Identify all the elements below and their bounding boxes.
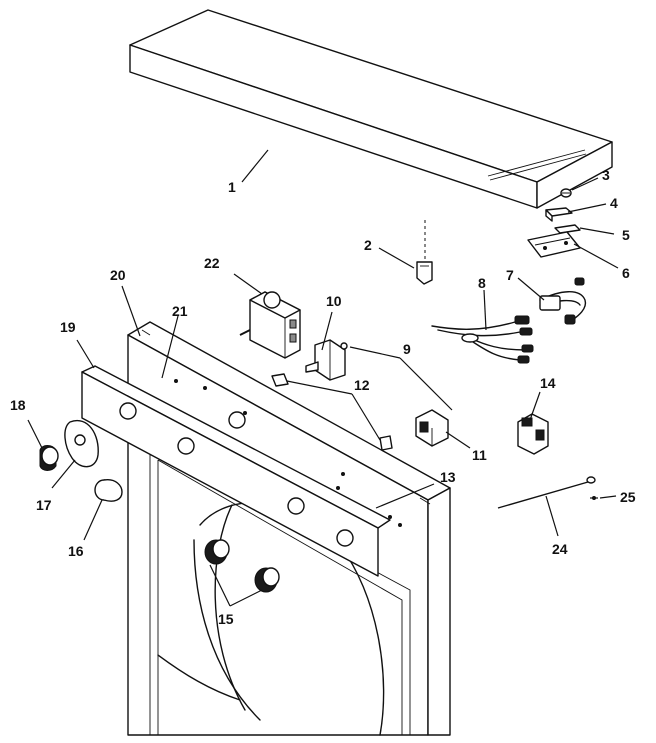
panel-clip bbox=[416, 220, 433, 285]
callout-21: 21 bbox=[172, 303, 188, 319]
callout-10: 10 bbox=[326, 293, 342, 309]
callout-6: 6 bbox=[622, 265, 630, 281]
wire-harness-part-7 bbox=[539, 277, 587, 325]
button-cap-part-16 bbox=[94, 478, 123, 502]
callout-9: 9 bbox=[403, 341, 411, 357]
knob-part-18 bbox=[39, 445, 59, 471]
callout-7: 7 bbox=[506, 267, 514, 283]
callout-15: 15 bbox=[218, 611, 234, 627]
hinge-part-6 bbox=[527, 231, 581, 258]
clip-part-4 bbox=[545, 207, 573, 222]
callout-24: 24 bbox=[552, 541, 568, 557]
fastener-part-25 bbox=[590, 496, 598, 500]
callout-3: 3 bbox=[602, 167, 610, 183]
callout-4: 4 bbox=[610, 195, 618, 211]
callout-19: 19 bbox=[60, 319, 76, 335]
dial-part-17 bbox=[64, 419, 99, 468]
control-strip-part-19 bbox=[81, 365, 391, 577]
screw-part-3 bbox=[560, 188, 572, 198]
knob-part-15a bbox=[204, 539, 230, 565]
knob-part-15b bbox=[254, 567, 280, 593]
callout-22: 22 bbox=[204, 255, 220, 271]
wire-leads-part-8 bbox=[431, 315, 534, 364]
leader-lines bbox=[27, 149, 619, 607]
callout-11: 11 bbox=[472, 447, 487, 463]
clip-part-12a bbox=[271, 373, 289, 387]
callout-25: 25 bbox=[620, 489, 636, 505]
callout-1: 1 bbox=[228, 179, 236, 195]
callout-16: 16 bbox=[68, 543, 84, 559]
callout-13: 13 bbox=[440, 469, 456, 485]
callout-5: 5 bbox=[622, 227, 630, 243]
callout-8: 8 bbox=[478, 275, 486, 291]
switch-part-14 bbox=[517, 413, 549, 455]
callout-labels: 1 2 3 4 5 6 7 8 9 10 11 12 13 14 15 16 1… bbox=[10, 167, 636, 627]
callout-14: 14 bbox=[540, 375, 556, 391]
callout-2: 2 bbox=[364, 237, 372, 253]
callout-20: 20 bbox=[110, 267, 126, 283]
screw-part-9 bbox=[340, 342, 348, 350]
switch-part-10 bbox=[305, 339, 346, 381]
callout-12: 12 bbox=[354, 377, 370, 393]
bracket-part-5 bbox=[554, 224, 581, 234]
timer-part-22 bbox=[239, 291, 301, 359]
rod-part-24 bbox=[497, 476, 596, 509]
top-panel bbox=[129, 9, 613, 209]
callout-18: 18 bbox=[10, 397, 26, 413]
clip-part-12b bbox=[379, 435, 393, 451]
callout-17: 17 bbox=[36, 497, 52, 513]
switch-part-11 bbox=[415, 409, 449, 447]
